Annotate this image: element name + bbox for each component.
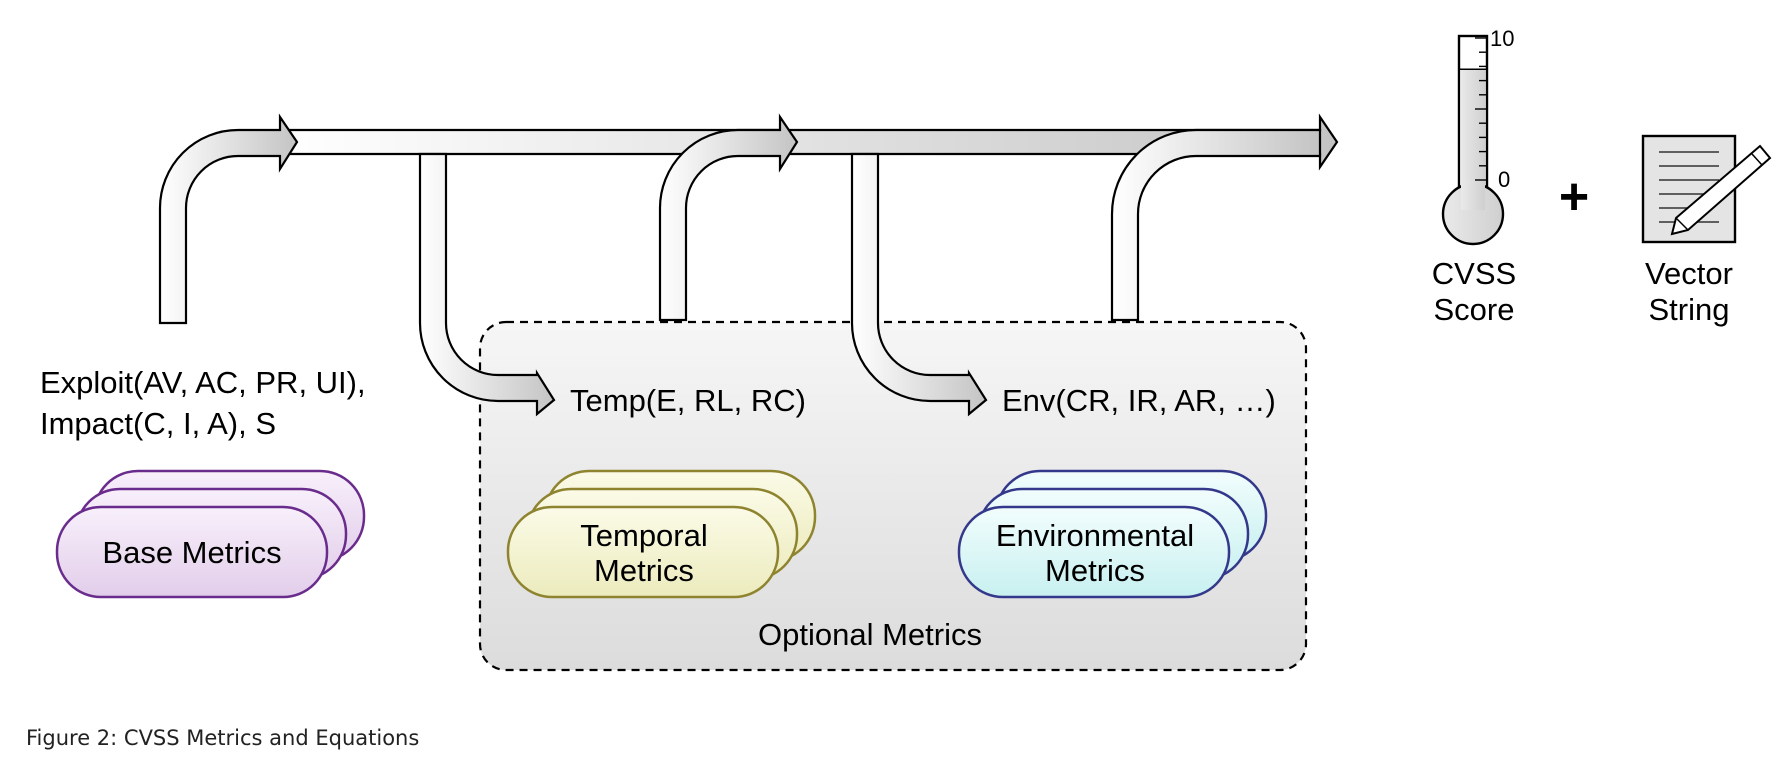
plus-sign: + [1559, 168, 1589, 226]
cvss-score-label-1: CVSS [1432, 256, 1516, 291]
temporal-merge-arrow [658, 113, 799, 322]
base-formula-line-2: Impact(C, I, A), S [40, 406, 276, 441]
environmental-branch-arrow [850, 152, 988, 417]
environmental-formula: Env(CR, IR, AR, …) [1002, 383, 1276, 418]
document-pencil-icon [1641, 134, 1772, 244]
main-arrow [278, 113, 1339, 171]
temporal-formula: Temp(E, RL, RC) [570, 383, 806, 418]
thermometer-max-label: 10 [1490, 26, 1514, 51]
vector-string-label-1: Vector [1645, 256, 1733, 291]
base-curved-arrow [158, 113, 299, 325]
temporal-metrics-label-1: Temporal [580, 518, 708, 553]
environmental-metrics-label-2: Metrics [1045, 553, 1145, 588]
base-formula-line-1: Exploit(AV, AC, PR, UI), [40, 365, 366, 400]
thermometer-min-label: 0 [1498, 167, 1510, 192]
base-metrics-label: Base Metrics [102, 535, 281, 570]
environmental-metrics-label-1: Environmental [996, 518, 1194, 553]
temporal-metrics-stack: Temporal Metrics [506, 469, 817, 599]
optional-metrics-label: Optional Metrics [758, 617, 982, 652]
figure-caption: Figure 2: CVSS Metrics and Equations [26, 726, 420, 750]
vector-string-label-2: String [1649, 292, 1730, 327]
temporal-branch-arrow [418, 152, 556, 417]
temporal-metrics-label-2: Metrics [594, 553, 694, 588]
base-metrics-stack: Base Metrics [55, 469, 366, 599]
cvss-score-label-2: Score [1434, 292, 1515, 327]
thermometer-icon: 10 0 [1441, 26, 1514, 246]
environmental-metrics-stack: Environmental Metrics [957, 469, 1268, 599]
environmental-merge-arrow [1110, 128, 1322, 322]
